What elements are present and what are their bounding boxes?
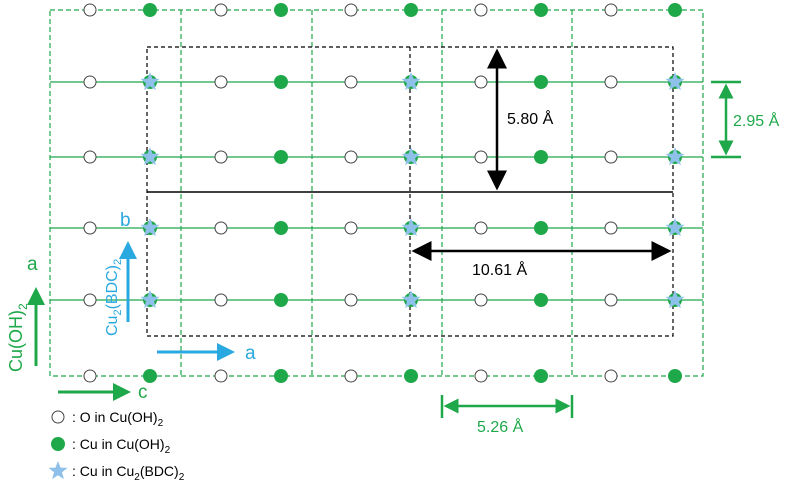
o-atom [474, 369, 488, 383]
cu-oh2-outer-border [49, 9, 704, 377]
cu-bdc-star [140, 218, 160, 237]
cu-atom [274, 3, 288, 17]
cu-oh2-cell-grid [49, 9, 704, 377]
cu-bdc-star [665, 290, 685, 309]
o-atom [214, 75, 228, 89]
cu2-bdc2-axis-name: Cu2(BDC)2 [104, 259, 124, 336]
o-atom [83, 293, 97, 307]
o-atom [214, 369, 228, 383]
o-atom [474, 75, 488, 89]
cu2-bdc2-axis-a-label: a [245, 343, 256, 364]
cu-atom [404, 3, 418, 17]
blue-star-icon [48, 461, 68, 480]
cu-bdc-star [665, 72, 685, 91]
dim-2-95 [711, 80, 741, 159]
cu-bdc-star [140, 147, 160, 166]
cu-bdc-star [140, 72, 160, 91]
o-atom [83, 75, 97, 89]
cu-atom [668, 3, 682, 17]
legend-label-o: : O in Cu(OH)2 [72, 409, 164, 429]
o-atom [474, 293, 488, 307]
legend-item-o: : O in Cu(OH)2 [51, 409, 164, 429]
o-atom [344, 293, 358, 307]
cu-bdc-star [401, 218, 421, 237]
cu-atom [668, 369, 682, 383]
cu-atom [534, 3, 548, 17]
cu-atom [143, 3, 157, 17]
cu-atom [534, 75, 548, 89]
o-atom [604, 369, 618, 383]
legend: : O in Cu(OH)2 : Cu in Cu(OH)2 : Cu in C… [48, 409, 185, 483]
cu-bdc-star [665, 218, 685, 237]
dim-2-95-label: 2.95 Å [733, 111, 780, 130]
cu-oh2-axis-name: Cu(OH)2 [6, 303, 30, 372]
dim-5-80-label: 5.80 Å [507, 109, 554, 128]
o-atom [604, 75, 618, 89]
o-atom [214, 293, 228, 307]
open-circle-icon [51, 410, 65, 424]
o-atom [83, 221, 97, 235]
cu-bdc-star [401, 290, 421, 309]
atom-layer [83, 3, 685, 383]
o-atom [344, 150, 358, 164]
cu-atom [274, 221, 288, 235]
cu-atom [534, 221, 548, 235]
o-atom [604, 150, 618, 164]
cu-atom [534, 293, 548, 307]
cu-atom [274, 75, 288, 89]
o-atom [214, 3, 228, 17]
cu-bdc-star [401, 72, 421, 91]
cu-atom [274, 293, 288, 307]
o-atom [344, 75, 358, 89]
legend-label-cu-oh2: : Cu in Cu(OH)2 [72, 436, 171, 456]
cu-atom [274, 369, 288, 383]
o-atom [474, 150, 488, 164]
dim-5-26-label: 5.26 Å [477, 417, 524, 436]
o-atom [214, 150, 228, 164]
o-atom [344, 369, 358, 383]
cu-atom [274, 150, 288, 164]
dim-10-61-label: 10.61 Å [472, 260, 527, 279]
legend-label-cu-bdc: : Cu in Cu2(BDC)2 [72, 463, 185, 483]
cu-bdc-star [665, 147, 685, 166]
o-atom [214, 221, 228, 235]
o-atom [474, 221, 488, 235]
legend-item-cu-oh2: : Cu in Cu(OH)2 [51, 436, 171, 456]
cu-oh2-row-lines [50, 81, 703, 301]
cu-atom [404, 369, 418, 383]
o-atom [83, 150, 97, 164]
legend-item-cu-bdc: : Cu in Cu2(BDC)2 [48, 461, 185, 483]
o-atom [474, 3, 488, 17]
cu2-bdc2-axis-b-label: b [120, 210, 131, 231]
o-atom [604, 3, 618, 17]
o-atom [83, 3, 97, 17]
o-atom [83, 369, 97, 383]
dim-5-26 [440, 395, 574, 418]
o-atom [604, 221, 618, 235]
o-atom [344, 221, 358, 235]
cu-atom [143, 369, 157, 383]
cu-atom [534, 150, 548, 164]
cu-bdc-star [401, 147, 421, 166]
cu-atom [534, 369, 548, 383]
cu-oh2-axis-a-label: a [27, 254, 38, 275]
cu-oh2-axis-c-label: c [138, 382, 148, 403]
cu-bdc-star [140, 290, 160, 309]
o-atom [344, 3, 358, 17]
green-circle-icon [51, 437, 65, 451]
o-atom [604, 293, 618, 307]
